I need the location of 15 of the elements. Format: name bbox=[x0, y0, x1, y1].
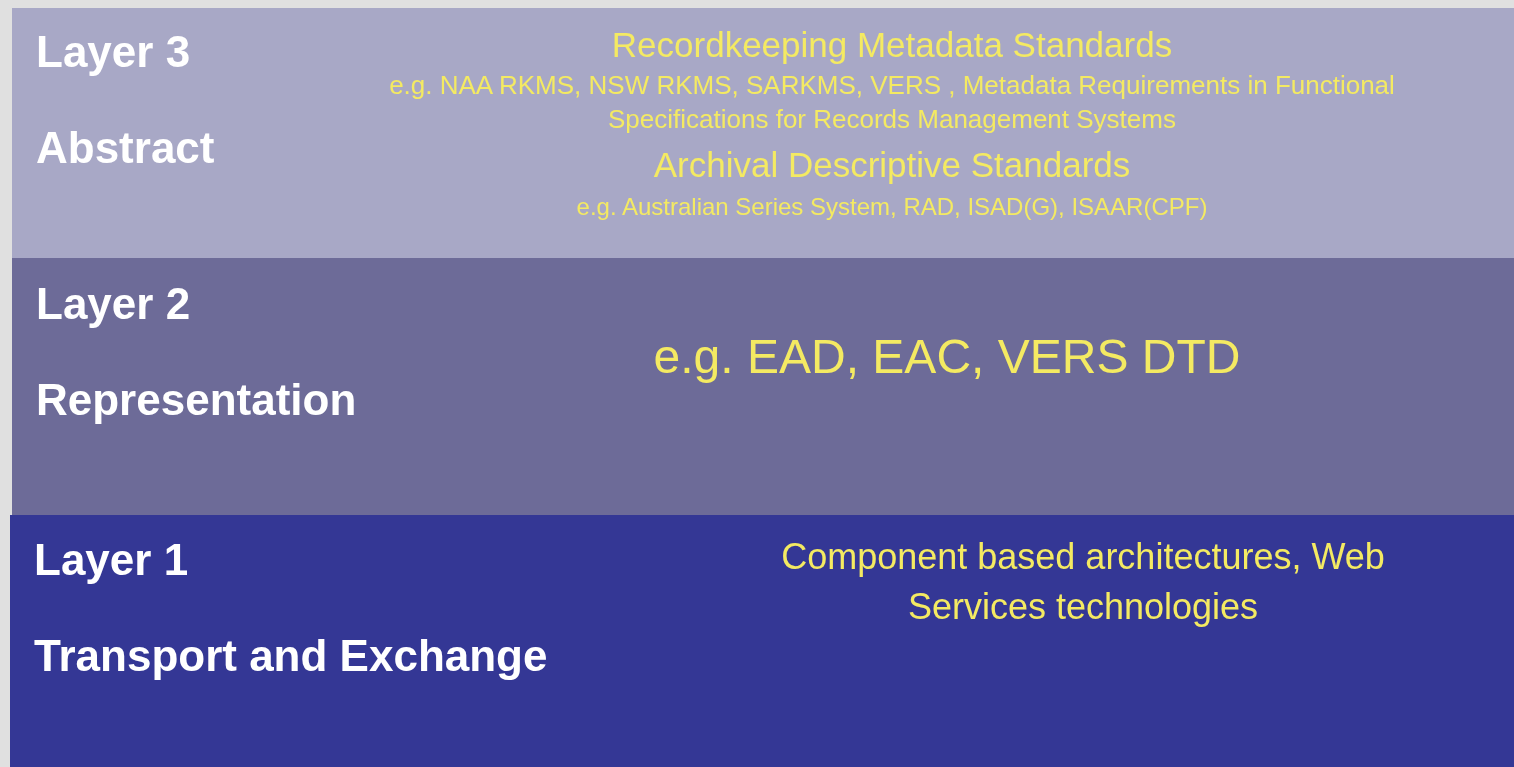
examples-text: e.g. Australian Series System, RAD, ISAD(G), ISAAR(CPF) bbox=[575, 192, 1209, 222]
layer-name: Representation bbox=[36, 373, 357, 426]
layer-band bbox=[10, 515, 1514, 767]
standards-heading: Archival Descriptive Standards bbox=[652, 144, 1132, 186]
layer-number: Layer 1 bbox=[34, 533, 189, 586]
layer-number: Layer 2 bbox=[36, 277, 191, 330]
examples-text: e.g. EAD, EAC, VERS DTD bbox=[652, 329, 1242, 386]
examples-text: Component based architectures, Web Services technologies bbox=[780, 535, 1386, 629]
layer-band bbox=[12, 8, 1514, 258]
standards-heading: Recordkeeping Metadata Standards bbox=[610, 24, 1174, 66]
layer-name: Abstract bbox=[36, 121, 215, 174]
layer-band bbox=[12, 258, 1514, 515]
examples-text: e.g. NAA RKMS, NSW RKMS, SARKMS, VERS , Metadata Requirements in Functional Specifications for Records Management Systems bbox=[388, 69, 1396, 136]
layer-number: Layer 3 bbox=[36, 25, 191, 78]
layer-name: Transport and Exchange bbox=[34, 629, 548, 682]
